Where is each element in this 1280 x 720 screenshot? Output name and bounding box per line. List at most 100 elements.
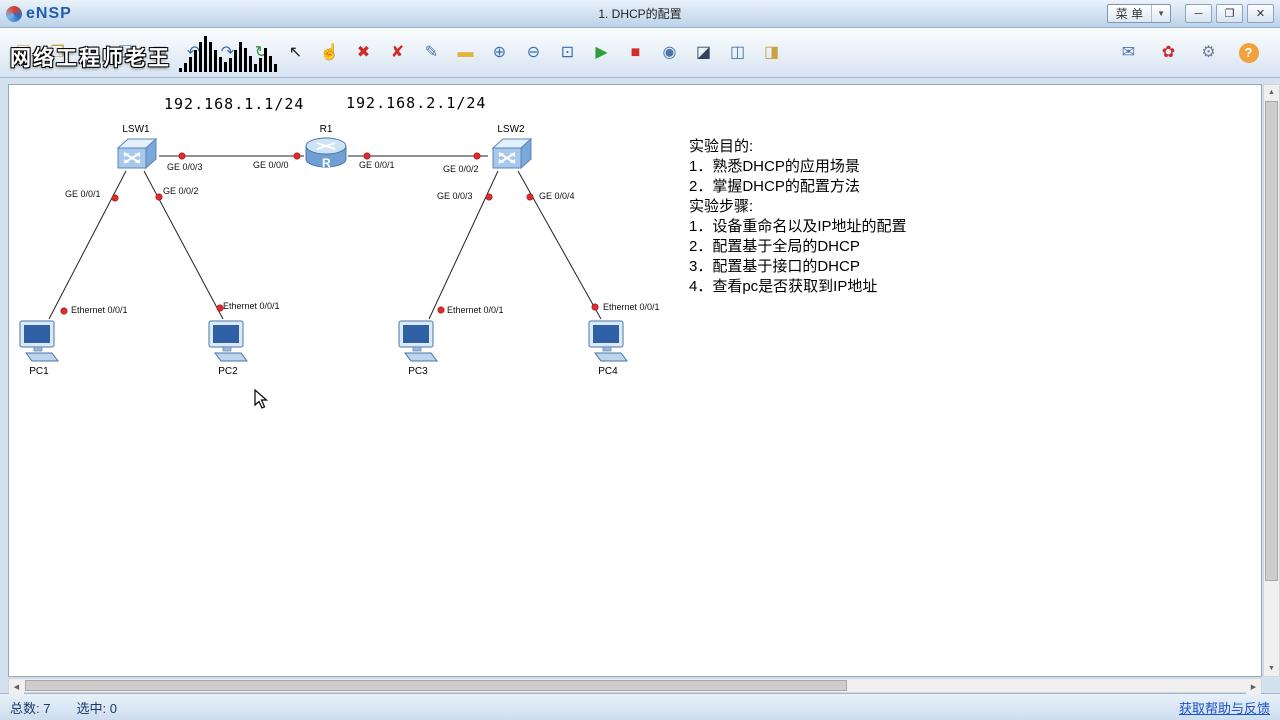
minimize-button[interactable]: ─ bbox=[1185, 4, 1212, 23]
scroll-left-icon[interactable]: ◀ bbox=[9, 679, 24, 694]
switch-icon bbox=[116, 137, 158, 170]
message-button[interactable]: ✉ bbox=[1115, 39, 1142, 66]
huawei-logo-button[interactable]: ✿ bbox=[1155, 39, 1182, 66]
link-status-dot bbox=[363, 152, 371, 160]
device-pc2[interactable]: PC2 bbox=[205, 319, 251, 378]
title-bar: eNSP 1. DHCP的配置 菜 单 ▼ ─ ❐ ✕ bbox=[0, 0, 1280, 28]
cli-console-button[interactable]: ◪ bbox=[690, 39, 717, 66]
vertical-scrollbar[interactable]: ▲ ▼ bbox=[1263, 84, 1280, 677]
save-as-icon: ❑ bbox=[118, 43, 133, 61]
save-as-button[interactable]: ❑ bbox=[112, 39, 139, 66]
device-lsw1[interactable]: LSW1 bbox=[113, 123, 159, 172]
scroll-right-icon[interactable]: ▶ bbox=[1246, 679, 1261, 694]
batch-delete-icon: ✘ bbox=[390, 43, 405, 61]
total-count: 总数: 7 bbox=[10, 700, 51, 716]
help-icon: ? bbox=[1238, 42, 1259, 63]
toolbar-right-group: ✉ ✿ ⚙? bbox=[1115, 39, 1270, 66]
start-devices-button[interactable]: ▶ bbox=[588, 39, 615, 66]
new-topology-button[interactable]: ❏ bbox=[10, 39, 37, 66]
device-label: PC3 bbox=[408, 366, 428, 377]
redo-button[interactable]: ↷ bbox=[214, 39, 241, 66]
scroll-down-icon[interactable]: ▼ bbox=[1264, 661, 1279, 676]
port-label: GE 0/0/2 bbox=[163, 186, 199, 196]
undo-icon: ↶ bbox=[186, 43, 201, 61]
port-label: Ethernet 0/0/1 bbox=[603, 302, 660, 312]
zoom-in-button[interactable]: ⊕ bbox=[486, 39, 513, 66]
titlebar-controls: 菜 单 ▼ ─ ❐ ✕ bbox=[1106, 4, 1274, 23]
link-status-dot bbox=[485, 193, 493, 201]
device-pc4[interactable]: PC4 bbox=[585, 319, 631, 378]
stop-devices-button[interactable]: ■ bbox=[622, 39, 649, 66]
refresh-icon: ↻ bbox=[254, 43, 269, 61]
device-label: LSW1 bbox=[122, 124, 150, 135]
zoom-reset-button[interactable]: ⊡ bbox=[554, 39, 581, 66]
draw-shape-button[interactable]: ▬ bbox=[452, 39, 479, 66]
device-label: R1 bbox=[319, 124, 333, 135]
batch-delete-button[interactable]: ✘ bbox=[384, 39, 411, 66]
link-status-dot bbox=[60, 307, 68, 315]
maximize-button[interactable]: ❐ bbox=[1216, 4, 1243, 23]
packet-capture-button[interactable]: ◉ bbox=[656, 39, 683, 66]
ip-address-label: 192.168.2.1/24 bbox=[346, 94, 487, 112]
help-button[interactable]: ? bbox=[1235, 39, 1262, 66]
open-topology-icon: ❐ bbox=[50, 43, 65, 61]
menu-button[interactable]: 菜 单 ▼ bbox=[1106, 4, 1171, 23]
text-note-button[interactable]: ✎ bbox=[418, 39, 445, 66]
address-table-button[interactable]: ◫ bbox=[724, 39, 751, 66]
print-button[interactable]: ▤ bbox=[146, 39, 173, 66]
svg-text:R: R bbox=[322, 156, 331, 170]
ensp-logo-icon bbox=[6, 5, 22, 22]
port-label: Ethernet 0/0/1 bbox=[223, 301, 280, 311]
mouse-cursor-icon bbox=[254, 389, 269, 409]
notes-line: 4．查看pc是否获取到IP地址 bbox=[689, 278, 878, 295]
undo-button[interactable]: ↶ bbox=[180, 39, 207, 66]
save-topology-icon: ▣ bbox=[83, 43, 100, 61]
export-image-button[interactable]: ◨ bbox=[758, 39, 785, 66]
device-lsw2[interactable]: LSW2 bbox=[488, 123, 534, 172]
redo-icon: ↷ bbox=[220, 43, 235, 61]
packet-capture-icon: ◉ bbox=[662, 43, 677, 61]
pan-hand-button[interactable]: ☝ bbox=[316, 39, 343, 66]
settings-button[interactable]: ⚙ bbox=[1195, 39, 1222, 66]
device-pc1[interactable]: PC1 bbox=[16, 319, 62, 378]
open-topology-button[interactable]: ❐ bbox=[44, 39, 71, 66]
delete-button[interactable]: ✖ bbox=[350, 39, 377, 66]
port-label: GE 0/0/0 bbox=[253, 160, 289, 170]
select-pointer-button[interactable]: ↖ bbox=[282, 39, 309, 66]
port-label: GE 0/0/1 bbox=[359, 160, 395, 170]
horizontal-scrollbar[interactable]: ◀ ▶ bbox=[8, 678, 1262, 694]
vertical-scroll-thumb[interactable] bbox=[1265, 101, 1278, 581]
notes-line: 2．掌握DHCP的配置方法 bbox=[689, 178, 860, 195]
port-label: GE 0/0/2 bbox=[443, 164, 479, 174]
horizontal-scroll-thumb[interactable] bbox=[25, 680, 847, 691]
device-pc3[interactable]: PC3 bbox=[395, 319, 441, 378]
device-label: PC4 bbox=[598, 366, 618, 377]
link-status-dot bbox=[155, 193, 163, 201]
pc-icon bbox=[208, 320, 248, 362]
zoom-out-button[interactable]: ⊖ bbox=[520, 39, 547, 66]
start-devices-icon: ▶ bbox=[595, 43, 608, 61]
close-button[interactable]: ✕ bbox=[1247, 4, 1274, 23]
refresh-button[interactable]: ↻ bbox=[248, 39, 275, 66]
huawei-logo-icon: ✿ bbox=[1161, 43, 1176, 61]
menu-button-label: 菜 单 bbox=[1108, 5, 1153, 22]
help-feedback-link[interactable]: 获取帮助与反馈 bbox=[1178, 700, 1270, 716]
new-topology-icon: ❏ bbox=[16, 43, 31, 61]
link-status-dot bbox=[591, 303, 599, 311]
toolbar-left-group: ❏ ❐ ▣ ❑ ▤ ↶ ↷ ↻ ↖ ☝ ✖ ✘ ✎ ▬ ⊕ ⊖ ⊡ ▶ ■ ◉ ◪ ◫ ◨ bbox=[10, 39, 785, 66]
minimize-icon: ─ bbox=[1194, 7, 1203, 20]
ip-address-label: 192.168.1.1/24 bbox=[164, 95, 305, 113]
text-note-icon: ✎ bbox=[424, 43, 439, 61]
message-icon: ✉ bbox=[1121, 43, 1136, 61]
port-label: Ethernet 0/0/1 bbox=[71, 305, 128, 315]
zoom-reset-icon: ⊡ bbox=[560, 43, 575, 61]
scroll-up-icon[interactable]: ▲ bbox=[1264, 85, 1279, 100]
link-status-dot bbox=[178, 152, 186, 160]
status-bar: 总数: 7 选中: 0 获取帮助与反馈 bbox=[0, 693, 1280, 720]
save-topology-button[interactable]: ▣ bbox=[78, 39, 105, 66]
device-r1[interactable]: R1 R bbox=[303, 123, 349, 170]
port-label: GE 0/0/3 bbox=[167, 162, 203, 172]
address-table-icon: ◫ bbox=[729, 43, 746, 61]
